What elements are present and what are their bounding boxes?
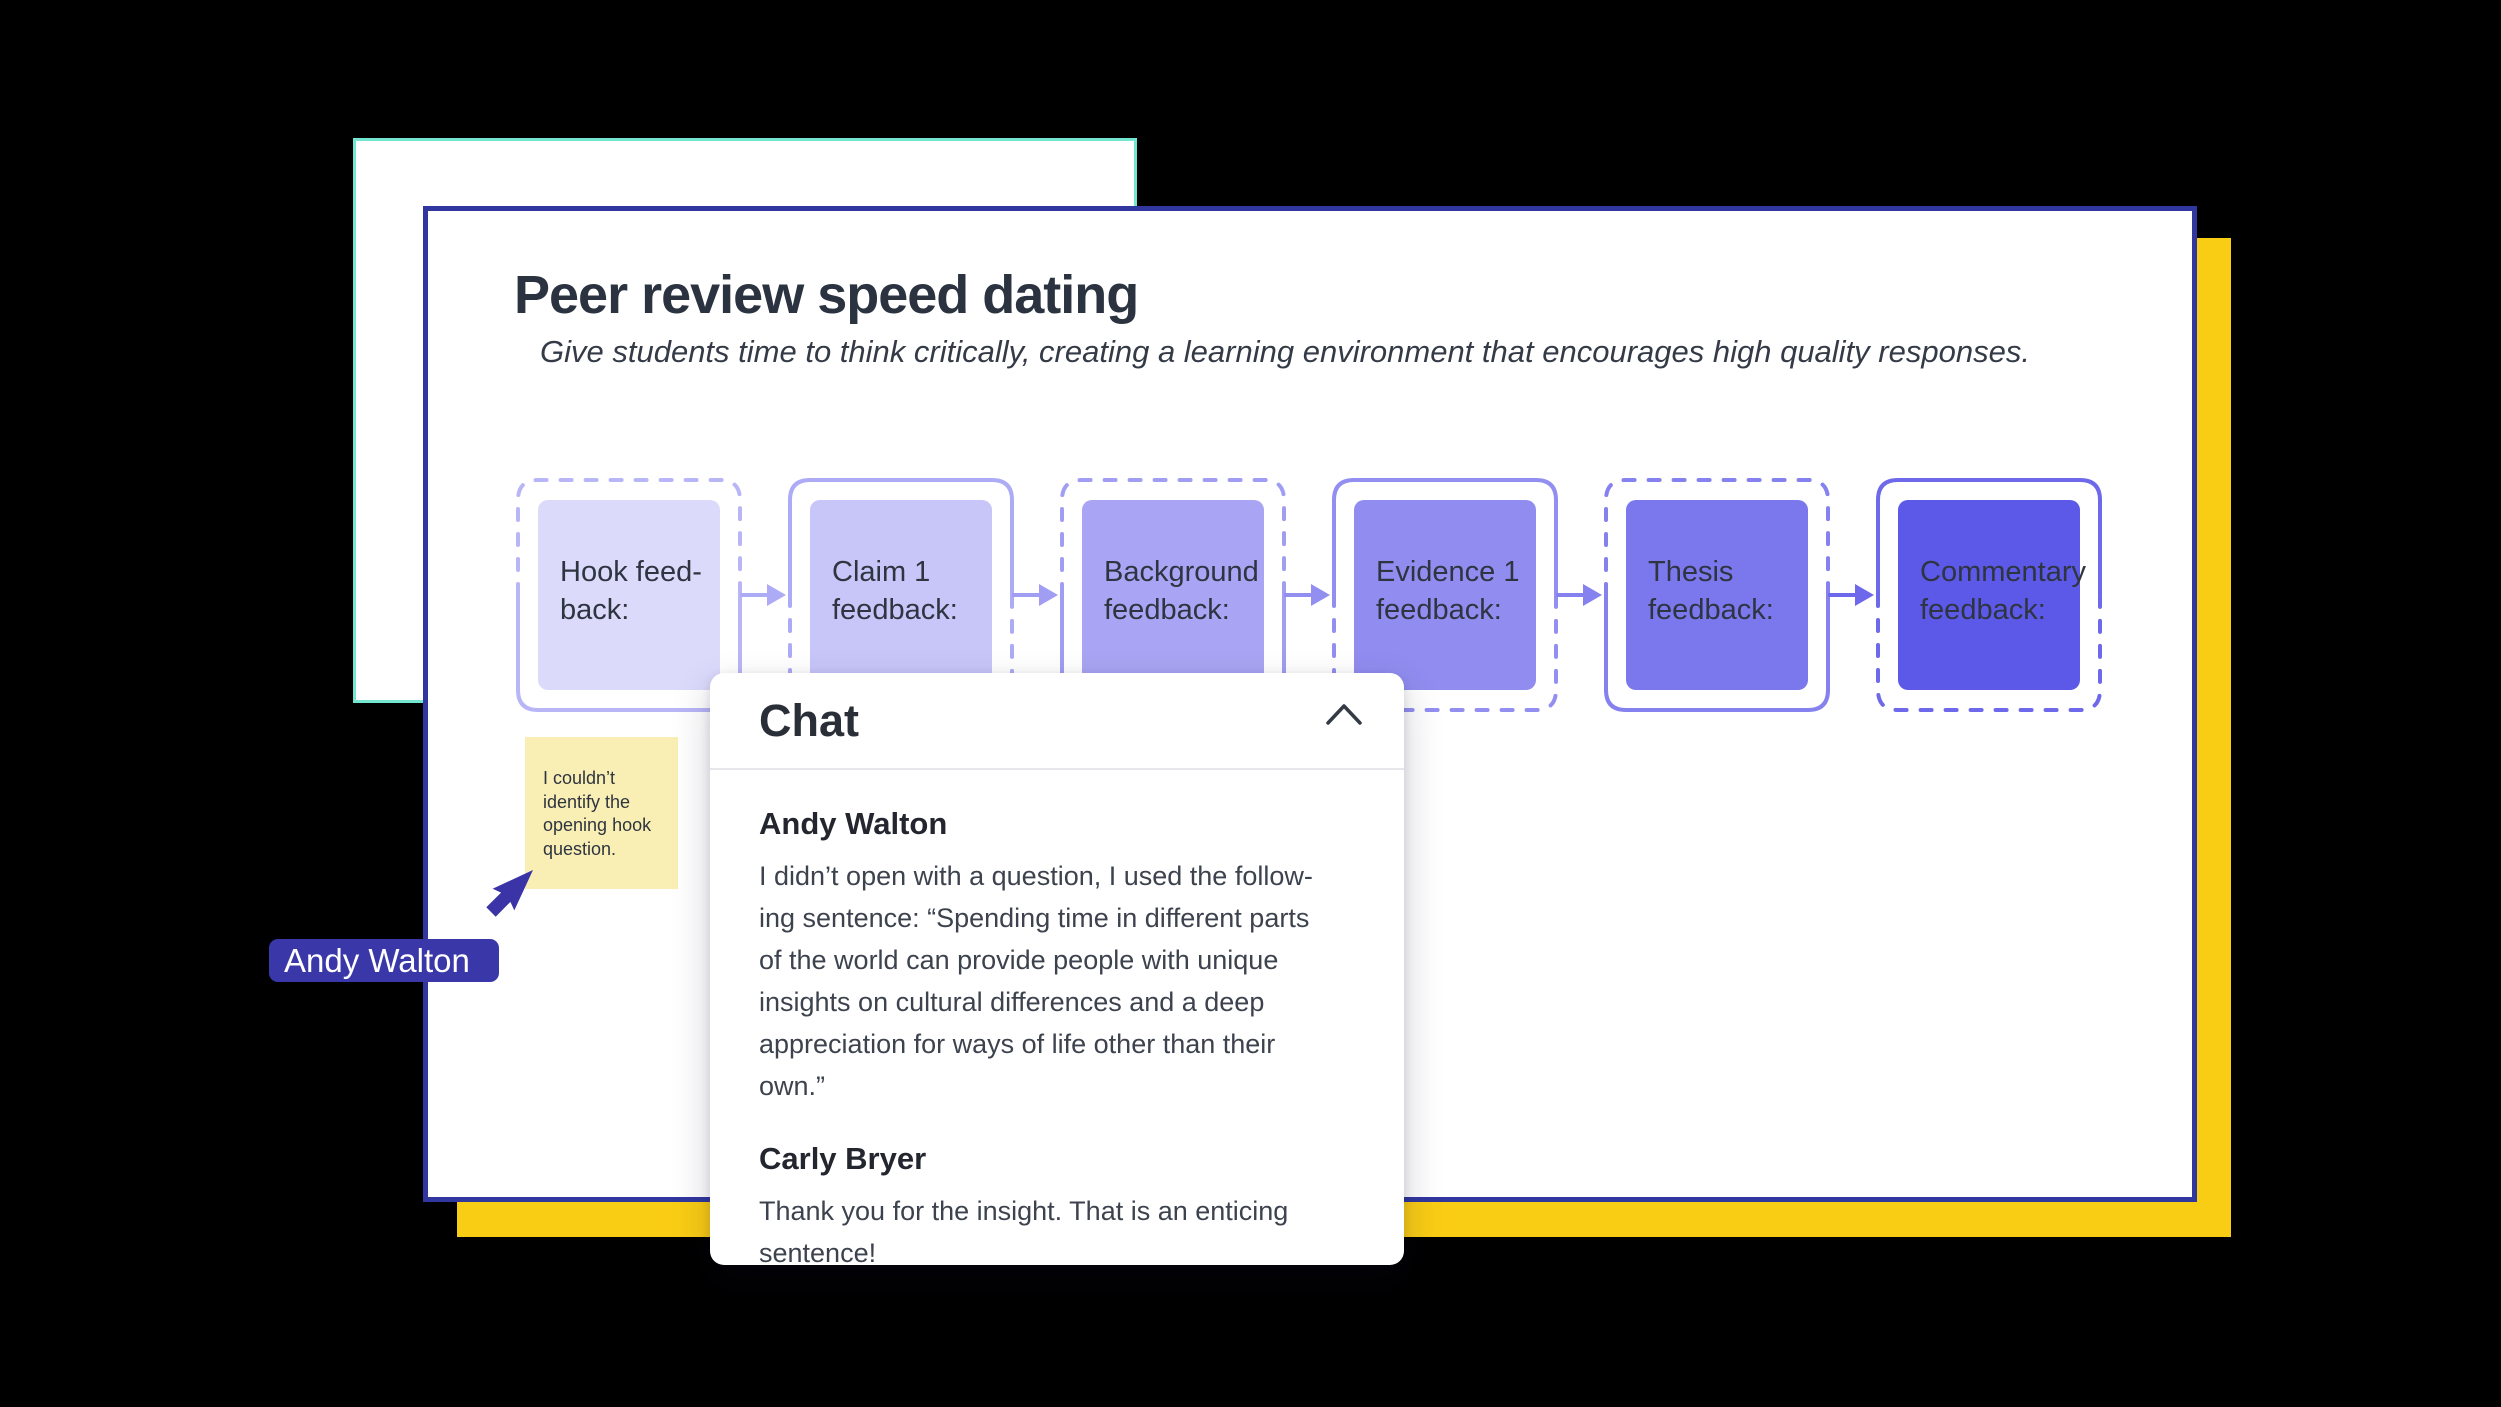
flow-connector-arrowhead bbox=[1855, 584, 1874, 606]
flow-box-label: Evidence 1 feedback: bbox=[1376, 556, 1520, 626]
flow-box-outline-dashed bbox=[516, 478, 742, 597]
flow-box-label: Commentary feedback: bbox=[1920, 556, 2086, 626]
flow-connector-arrowhead bbox=[1039, 584, 1058, 606]
flowchart bbox=[516, 478, 2102, 712]
sticky-note[interactable]: I couldn’t identify the opening hook que… bbox=[525, 737, 678, 889]
flow-box-fill[interactable] bbox=[538, 500, 720, 690]
flow-box-outline-solid bbox=[1876, 478, 2102, 595]
flow-box-outline-dashed bbox=[1604, 478, 1830, 597]
presence-user-tag: Andy Walton bbox=[269, 939, 499, 982]
flow-box-outline-dashed bbox=[1060, 478, 1286, 597]
chat-panel: Chat Andy Walton I didn’t open with a qu… bbox=[710, 673, 1404, 1268]
flow-box-fill[interactable] bbox=[810, 500, 992, 690]
flow-box-label: Claim 1 feedback: bbox=[832, 556, 958, 626]
flow-box-label: Hook feed- back: bbox=[560, 556, 702, 626]
flow-box-fill[interactable] bbox=[1898, 500, 2080, 690]
chat-message-list: Andy Walton I didn’t open with a questio… bbox=[710, 770, 1404, 1274]
chat-header: Chat bbox=[710, 673, 1404, 770]
flow-box-outline-dashed bbox=[1876, 593, 2102, 712]
flow-connector-arrowhead bbox=[1583, 584, 1602, 606]
chat-message-author: Andy Walton bbox=[759, 806, 948, 841]
cursor-pointer-icon bbox=[486, 870, 533, 917]
chat-message-text: I didn’t open with a question, I used th… bbox=[759, 861, 1313, 1101]
flow-box-label: Background feedback: bbox=[1104, 556, 1259, 626]
flow-connector-arrowhead bbox=[1311, 584, 1330, 606]
chat-message-author: Carly Bryer bbox=[759, 1141, 927, 1176]
flow-box-outline-solid bbox=[1604, 595, 1830, 712]
flow-box-outline-solid bbox=[788, 478, 1014, 595]
flow-box-label: Thesis feedback: bbox=[1648, 556, 1774, 626]
flow-box-outline-solid bbox=[1332, 478, 1558, 595]
chevron-up-icon[interactable] bbox=[1324, 697, 1364, 733]
chat-message-text: Thank you for the insight. That is an en… bbox=[759, 1196, 1289, 1268]
flow-box-fill[interactable] bbox=[1354, 500, 1536, 690]
board-subtitle[interactable]: Give students time to think critically, … bbox=[540, 334, 2030, 369]
chat-title: Chat bbox=[759, 695, 859, 746]
flow-box-fill[interactable] bbox=[1626, 500, 1808, 690]
flow-connector-arrowhead bbox=[767, 584, 786, 606]
board-title[interactable]: Peer review speed dating bbox=[514, 265, 1139, 325]
flow-box-fill[interactable] bbox=[1082, 500, 1264, 690]
